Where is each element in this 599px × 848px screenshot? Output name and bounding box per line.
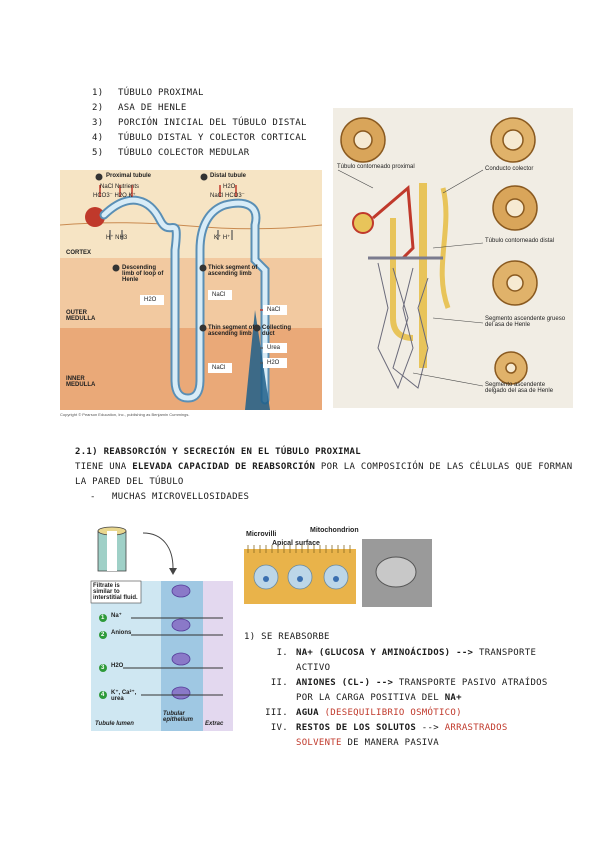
label-collecting-duct: Collecting duct — [262, 325, 292, 337]
intro-item: 3)PORCIÓN INICIAL DEL TÚBULO DISTAL — [92, 118, 307, 128]
label-k-ca-urea: K⁺, Ca²⁺, urea — [111, 690, 137, 702]
label-h2o-desc: H2O — [144, 297, 157, 303]
reabsorb-item-1: I.NA+ (GLUCOSA Y AMINOÁCIDOS) --> TRANSP… — [276, 648, 537, 658]
label-inner-medulla: INNER MEDULLA — [66, 376, 96, 388]
figure-copyright: Copyright © Pearson Education, Inc., pub… — [60, 412, 190, 417]
label-mitochondrion: Mitochondrion — [310, 527, 359, 534]
label-tubular-epithelium: Tubular epithelium — [163, 711, 194, 723]
label-h2o: H2O — [111, 663, 124, 669]
intro-item: 4)TÚBULO DISTAL Y COLECTOR CORTICAL — [92, 133, 307, 143]
label-h2o-collect: H2O — [267, 360, 280, 366]
label-filtrate: Filtrate is similar to interstitial flui… — [93, 583, 138, 601]
label-extrac: Extrac — [205, 721, 224, 727]
section-paragraph-line1: TIENE UNA ELEVADA CAPACIDAD DE REABSORCI… — [75, 462, 573, 472]
reabsorb-item-1-line2: ACTIVO — [296, 663, 331, 673]
label-hco3-h2o-k: HCO3⁻ H2O K⁺ — [93, 193, 136, 199]
label-n3: 3 — [101, 665, 105, 671]
reabsorb-list: I.NA+ (GLUCOSA Y AMINOÁCIDOS) --> TRANSP… — [260, 646, 560, 751]
reabsorb-item-3: III.AGUA (DESEQUILIBRIO OSMÓTICO) — [265, 708, 462, 718]
reabsorb-item-4-line2: SOLVENTE DE MANERA PASIVA — [296, 738, 439, 748]
label-na: Na⁺ — [111, 613, 122, 619]
reabsorb-title: 1) SE REABSORBE — [244, 632, 330, 642]
label-proximal-tubule: Proximal tubule — [106, 173, 152, 179]
label-k-h: K⁺ H⁺ — [214, 235, 231, 241]
reabsorb-item-2: II.ANIONES (CL-) --> TRANSPORTE PASIVO A… — [270, 678, 548, 688]
intro-item: 5)TÚBULO COLECTOR MEDULAR — [92, 148, 250, 158]
label-seg-delgado: Segmento ascendente delgado del asa de H… — [485, 382, 554, 394]
label-n2: 2 — [101, 632, 105, 638]
epithelium-svg — [90, 526, 233, 731]
nephron-diagram: Proximal tubule Distal tubule NaCl Nutri… — [60, 170, 322, 418]
section-paragraph-line2: LA PARED DEL TÚBULO — [75, 477, 184, 487]
label-tcp: Túbulo contorneado proximal — [337, 164, 415, 170]
intro-item: 2)ASA DE HENLE — [92, 103, 187, 113]
label-distal-tubule: Distal tubule — [210, 173, 247, 179]
label-h2o-top: H2O — [223, 184, 236, 190]
histology-svg — [337, 117, 538, 390]
microvilli-svg — [244, 539, 432, 607]
label-n1: 1 — [101, 615, 105, 621]
label-nacl-thin: NaCl — [212, 365, 226, 371]
reabsorb-item-2-line2: POR LA CARGA POSITIVA DEL NA+ — [296, 693, 462, 703]
label-nacl-thick: NaCl — [212, 292, 226, 298]
epithelium-figure: Filtrate is similar to interstitial flui… — [83, 523, 233, 733]
label-outer-medulla: OUTER MEDULLA — [66, 310, 96, 322]
bullet-microvilli: -MUCHAS MICROVELLOSIDADES — [90, 492, 250, 502]
label-nacl-nutrients: NaCl Nutrients — [100, 184, 140, 190]
intro-item: 1)TÚBULO PROXIMAL — [92, 88, 204, 98]
label-anions: Anions — [111, 630, 132, 636]
nephron-svg — [60, 170, 322, 410]
label-nacl-collect: NaCl — [267, 307, 281, 313]
label-microvilli: Microvilli — [246, 531, 277, 538]
intro-list: 1)TÚBULO PROXIMAL 2)ASA DE HENLE 3)PORCI… — [92, 86, 307, 161]
microvilli-figure: Microvilli Mitochondrion Apical surface — [244, 527, 434, 609]
label-tcd: Túbulo contorneado distal — [485, 238, 555, 244]
label-apical-surface: Apical surface — [272, 540, 320, 547]
label-nacl-hco3: NaCl HCO3⁻ — [210, 193, 245, 199]
label-n4: 4 — [101, 692, 105, 698]
histology-figure: Túbulo contorneado proximal Conducto col… — [333, 108, 573, 408]
label-seg-grueso: Segmento ascendente grueso del asa de He… — [485, 316, 566, 328]
label-thin-segment: Thin segment of ascending limb — [208, 325, 255, 337]
label-cortex: CORTEX — [66, 250, 92, 256]
section-heading: 2.1) REABSORCIÓN Y SECRECIÓN EN EL TÚBUL… — [75, 447, 361, 457]
label-h-nh3: H⁺ NH3 — [106, 235, 128, 241]
label-tubule-lumen: Tubule lumen — [95, 721, 134, 727]
label-thick-segment: Thick segment of ascending limb — [208, 265, 258, 277]
reabsorb-item-4: IV.RESTOS DE LOS SOLUTOS --> ARRASTRADOS — [270, 723, 508, 733]
label-conducto: Conducto colector — [485, 166, 534, 172]
label-urea: Urea — [267, 345, 281, 351]
label-descending-limb: Descending limb of loop of Henle — [122, 265, 164, 283]
